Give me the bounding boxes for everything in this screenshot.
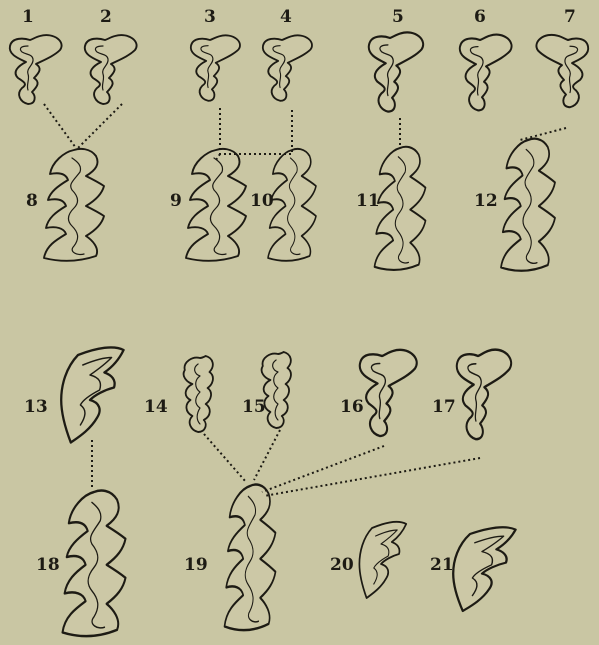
crown-1 — [10, 35, 62, 104]
crown-9 — [186, 149, 246, 261]
crown-14 — [184, 356, 213, 432]
label-5: 5 — [392, 7, 404, 27]
label-14: 14 — [144, 397, 168, 417]
crown-13 — [61, 347, 123, 442]
label-10: 10 — [250, 191, 274, 211]
label-11: 11 — [356, 191, 380, 211]
crown-18 — [63, 491, 126, 636]
connector-14-19 — [204, 434, 246, 482]
crown-3 — [191, 35, 240, 100]
crown-21 — [453, 527, 515, 611]
crown-2 — [85, 35, 137, 104]
connector-17-19 — [264, 458, 480, 496]
label-13: 13 — [24, 397, 48, 417]
connector-1-8 — [44, 104, 76, 148]
label-6: 6 — [474, 7, 486, 27]
crown-7 — [536, 35, 588, 107]
label-17: 17 — [432, 397, 456, 417]
crown-10 — [268, 149, 316, 261]
connector-2-8 — [78, 104, 122, 148]
label-15: 15 — [242, 397, 266, 417]
label-19: 19 — [184, 555, 208, 575]
label-3: 3 — [204, 7, 216, 27]
label-20: 20 — [330, 555, 354, 575]
label-12: 12 — [474, 191, 498, 211]
crown-4 — [263, 35, 312, 100]
crown-15 — [262, 352, 291, 428]
label-16: 16 — [340, 397, 364, 417]
crown-8 — [44, 149, 104, 261]
label-18: 18 — [36, 555, 60, 575]
connector-7-12 — [520, 128, 566, 140]
crown-5 — [369, 32, 423, 111]
label-7: 7 — [564, 7, 576, 27]
connector-3-4-bridge — [220, 108, 292, 154]
crown-19 — [225, 485, 276, 630]
crown-6 — [460, 35, 512, 111]
label-21: 21 — [430, 555, 454, 575]
label-4: 4 — [280, 7, 292, 27]
connector-16-19 — [262, 446, 384, 492]
label-9: 9 — [170, 191, 182, 211]
crown-11 — [375, 147, 426, 270]
crown-20 — [359, 522, 406, 598]
crown-16 — [360, 350, 417, 436]
label-8: 8 — [26, 191, 38, 211]
label-1: 1 — [22, 7, 34, 27]
label-2: 2 — [100, 7, 112, 27]
connector-15-19 — [254, 430, 280, 480]
crown-17 — [457, 350, 511, 440]
crown-12 — [501, 139, 555, 271]
